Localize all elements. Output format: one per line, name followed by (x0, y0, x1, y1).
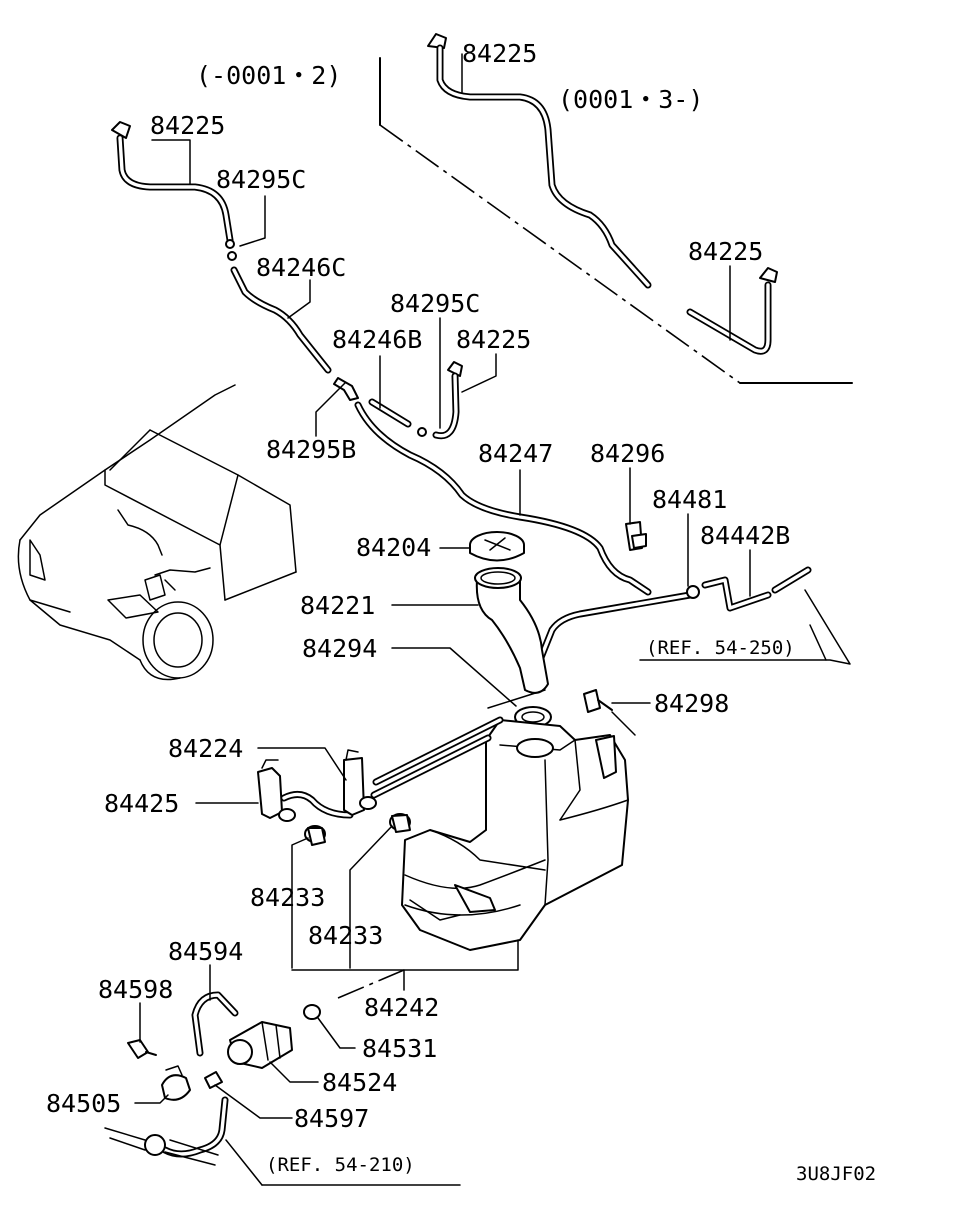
bolt-84298 (583, 689, 636, 736)
label-84295b: 84295B (266, 435, 356, 464)
label-84221: 84221 (300, 591, 375, 620)
variant-divider (379, 57, 853, 384)
label-84233-b: 84233 (308, 921, 383, 950)
label-84204: 84204 (356, 533, 431, 562)
nozzle-hose-old-variant (111, 121, 652, 596)
grommets-84233 (304, 813, 411, 846)
label-84531: 84531 (362, 1034, 437, 1063)
label-84225-top-left: 84225 (150, 111, 225, 140)
label-84295c-upper: 84295C (216, 165, 306, 194)
label-84425: 84425 (104, 789, 179, 818)
label-84298: 84298 (654, 689, 729, 718)
label-84295c-lower: 84295C (390, 289, 480, 318)
label-84442b: 84442B (700, 521, 790, 550)
lower-pump-assembly (104, 991, 321, 1166)
label-84246c: 84246C (256, 253, 346, 282)
label-84524: 84524 (322, 1068, 397, 1097)
label-84224: 84224 (168, 734, 243, 763)
figure-code: 3U8JF02 (796, 1163, 876, 1185)
label-84594: 84594 (168, 937, 243, 966)
part-labels: (-0001・2) (0001・3-) 84225 84225 84295C 8… (46, 39, 876, 1185)
label-84481: 84481 (652, 485, 727, 514)
label-84233-a: 84233 (250, 883, 325, 912)
washer-reservoir-tank (401, 689, 629, 951)
label-84225-top-right: 84225 (462, 39, 537, 68)
pump-hose-assembly (257, 716, 504, 822)
label-range-new: (0001・3-) (558, 85, 703, 114)
label-ref-54-250: (REF. 54-250) (646, 637, 795, 659)
label-84294: 84294 (302, 634, 377, 663)
rear-hose-assembly (536, 521, 812, 664)
label-84505: 84505 (46, 1089, 121, 1118)
vehicle-sketch (17, 384, 297, 681)
label-84598: 84598 (98, 975, 173, 1004)
label-ref-54-210: (REF. 54-210) (266, 1154, 415, 1176)
label-84225-mid: 84225 (456, 325, 531, 354)
label-84597: 84597 (294, 1104, 369, 1133)
filler-neck (474, 567, 549, 694)
label-range-old: (-0001・2) (196, 61, 341, 90)
leader-lines (134, 53, 851, 1186)
label-84296: 84296 (590, 439, 665, 468)
nozzle-hose-new-variant (427, 33, 778, 355)
label-84247: 84247 (478, 439, 553, 468)
label-84225-right-lower: 84225 (688, 237, 763, 266)
filler-cap (469, 531, 525, 562)
label-84242: 84242 (364, 993, 439, 1022)
label-84246b: 84246B (332, 325, 422, 354)
